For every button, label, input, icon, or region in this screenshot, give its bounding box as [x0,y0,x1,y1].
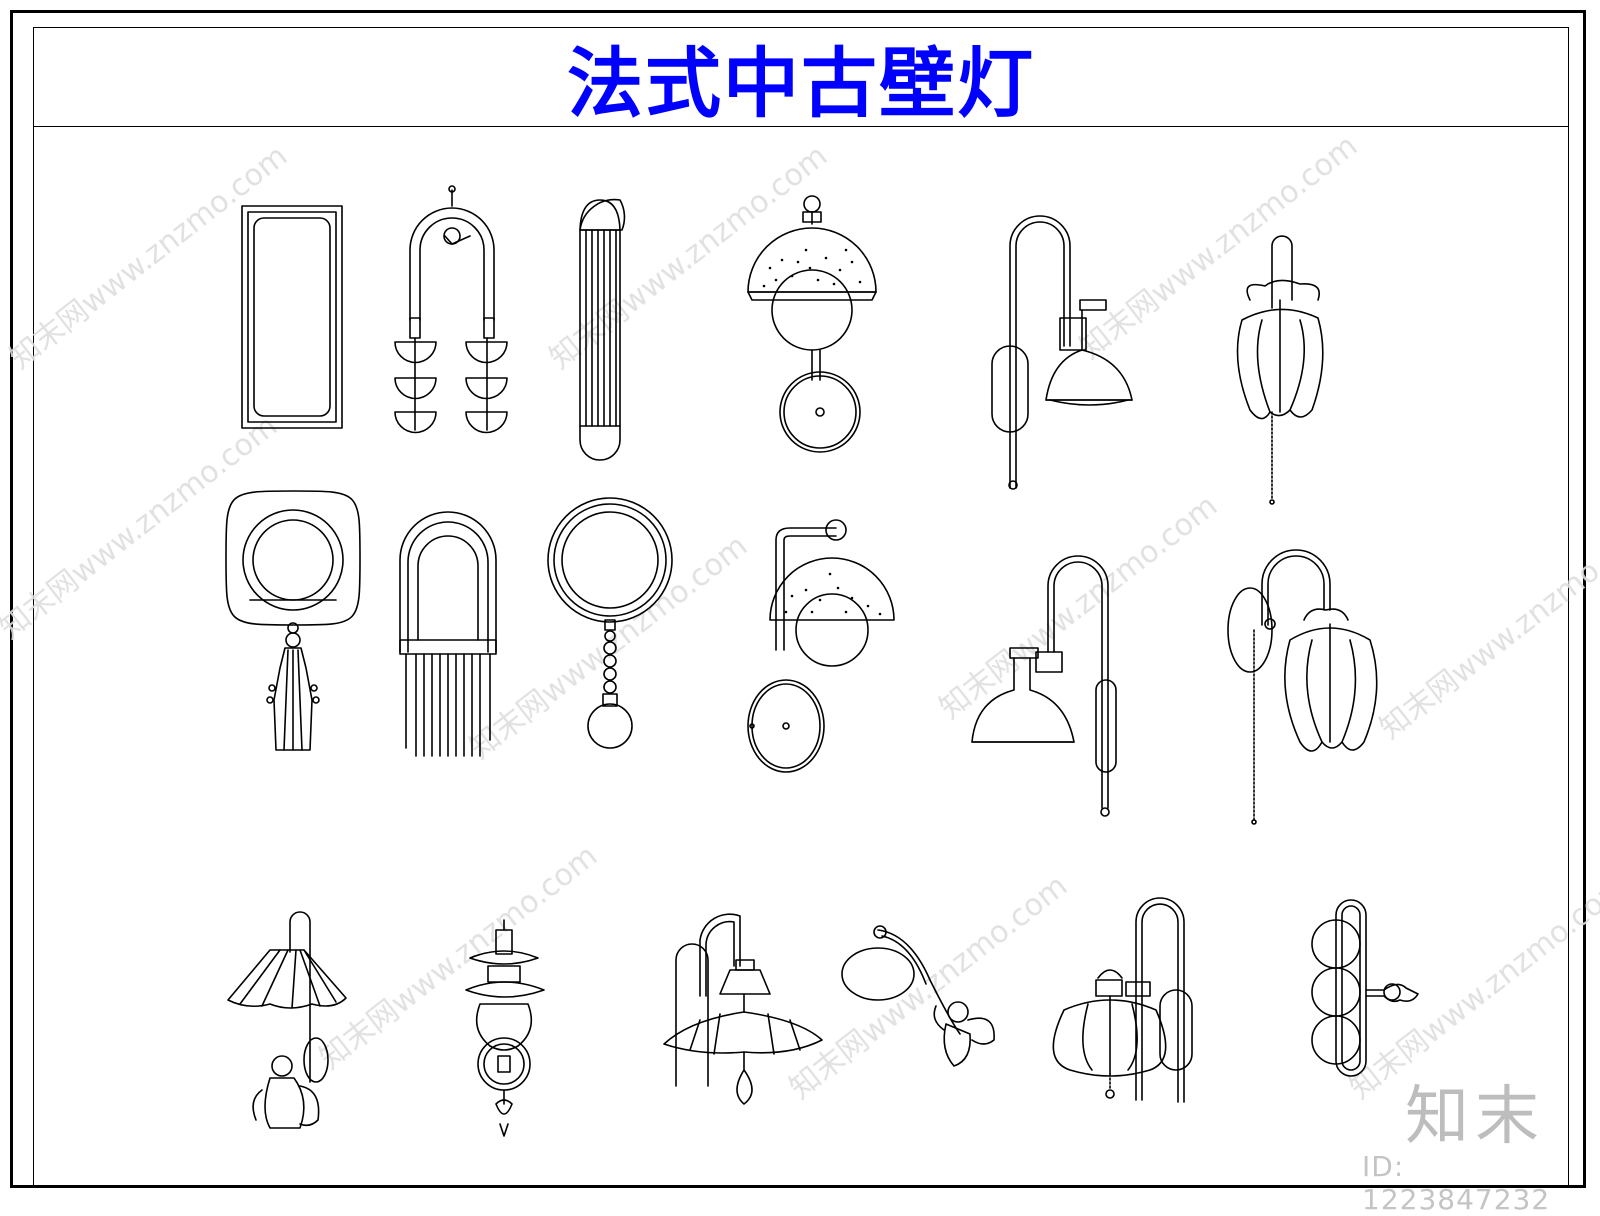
lamp-arch-fringe [399,511,497,757]
lamp-umbrella-shade [663,913,823,1105]
watermark-text: 知末网www.znzmo.com [0,408,284,646]
watermark-text: 知末网www.znzmo.com [313,838,604,1076]
watermark-id: ID: 1223847232 [1362,1150,1551,1216]
lamp-dome-bent-arm [747,519,895,773]
lamp-speckled-dome [747,195,877,453]
watermark-text: 知末网www.znzmo.com [3,138,294,376]
lamp-round-beads [547,497,673,749]
watermark-text: 知末网www.znzmo.com [543,138,834,376]
lamp-rect-panel [241,205,343,429]
lamp-gooseneck-bell-left [991,215,1133,490]
page-title: 法式中古壁灯 [567,39,1035,128]
lamp-stacked-candle [465,919,545,1137]
lamp-tulip-right [1236,235,1324,505]
inner-frame [33,27,1569,1187]
watermark-logo: 知末 [1405,1080,1545,1154]
watermark-text: 知末网www.znzmo.com [463,528,754,766]
lamp-pumpkin-globe [1052,897,1193,1103]
lamp-fluted-cylinder [579,198,626,461]
lamp-pleated-cherub [227,911,347,1129]
lamp-arch-discs [394,185,508,434]
lamp-gooseneck-bell-mirrored [971,555,1117,817]
lamp-tulip-backplate [1227,549,1378,825]
lamp-triple-globe [1311,899,1419,1077]
lamp-round-tassel [225,490,361,751]
watermark-text: 知末网www.znzmo.com [1373,508,1600,746]
title-divider [33,126,1569,127]
watermark-text: 知末网www.znzmo.com [933,488,1224,726]
lamp-globe-cherub [841,925,995,1067]
watermark-text: 知末网www.znzmo.com [783,868,1074,1106]
